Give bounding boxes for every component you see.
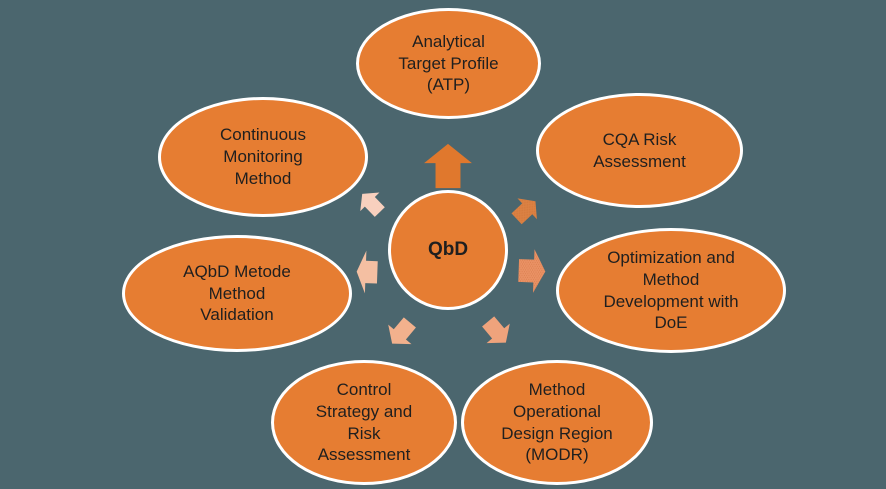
node-aqbd-method-validation: AQbD Metode Method Validation <box>122 235 352 352</box>
node-cqa-risk-assessment: CQA Risk Assessment <box>536 93 743 208</box>
node-qbd-center: QbD <box>388 190 508 310</box>
arrow-to-atp-icon <box>424 143 472 189</box>
node-label: AQbD Metode Method Validation <box>183 261 291 325</box>
node-method-operational-design-region: Method Operational Design Region (MODR) <box>461 360 653 485</box>
arrow-to-cqa-texture <box>511 198 537 225</box>
arrow-to-doe-texture <box>518 249 546 293</box>
node-analytical-target-profile: Analytical Target Profile (ATP) <box>356 8 541 119</box>
qbd-center-label: QbD <box>427 238 469 260</box>
node-label: Control Strategy and Risk Assessment <box>315 380 413 465</box>
arrow-to-control-icon <box>388 317 416 345</box>
node-label: CQA Risk Assessment <box>593 129 686 171</box>
node-optimization-method-development: Optimization and Method Development with… <box>556 228 786 353</box>
node-label: Optimization and Method Development with… <box>603 248 739 333</box>
node-label: Continuous Monitoring Method <box>219 125 306 188</box>
arrow-to-aqbd-icon <box>356 250 378 294</box>
node-continuous-monitoring-method: Continuous Monitoring Method <box>158 97 368 217</box>
node-control-strategy-risk-assessment: Control Strategy and Risk Assessment <box>271 360 457 485</box>
arrow-to-modr-icon <box>482 316 510 344</box>
arrow-to-continuous-icon <box>360 192 385 217</box>
node-label: Analytical Target Profile (ATP) <box>398 31 499 95</box>
node-label: Method Operational Design Region (MODR) <box>501 380 613 465</box>
